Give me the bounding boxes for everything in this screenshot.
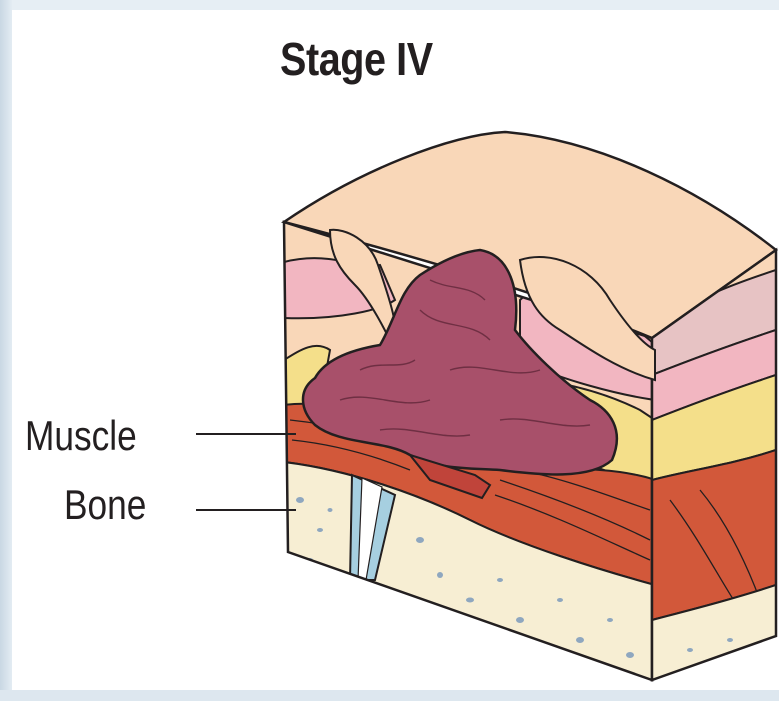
muscle-label: Muscle [25,412,137,460]
bone-label: Bone [64,481,146,529]
figure-title: Stage IV [280,32,433,86]
